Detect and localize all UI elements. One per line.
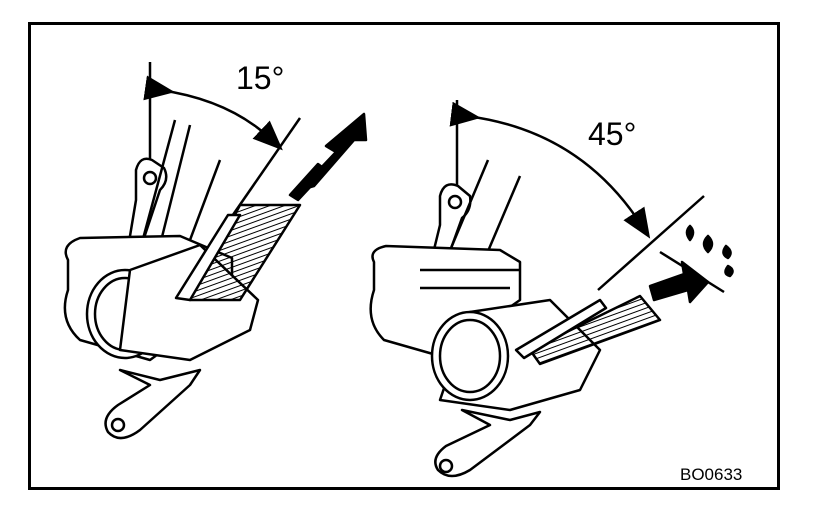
left-bottom-plate xyxy=(104,368,202,440)
right-bottom-plate xyxy=(434,408,542,478)
right-top-bolt-hole xyxy=(447,194,463,210)
left-pull-arrow xyxy=(298,112,368,192)
left-top-bracket xyxy=(126,157,168,252)
right-lock-droplet-1 xyxy=(685,224,695,242)
right-pull-arrow xyxy=(648,260,710,304)
right-lock-droplet-3 xyxy=(722,244,732,260)
right-lock-droplet-4 xyxy=(724,264,734,278)
right-angle-arc xyxy=(449,101,651,239)
reference-code: BO0633 xyxy=(680,465,743,484)
right-webbing xyxy=(528,294,662,366)
right-angle-label: 45° xyxy=(588,116,637,152)
right-bottom-bolt-hole xyxy=(438,458,454,474)
right-retractor xyxy=(369,100,734,478)
left-top-bolt-hole xyxy=(142,170,158,186)
left-bottom-bolt-hole xyxy=(110,417,126,433)
left-angle-arc xyxy=(143,75,283,151)
left-retractor xyxy=(63,62,368,440)
left-angle-label: 15° xyxy=(236,60,285,96)
right-tilted-reference-line xyxy=(597,195,705,291)
right-back-housing xyxy=(369,244,522,358)
right-stop-line xyxy=(659,250,725,294)
right-lock-droplet-2 xyxy=(702,234,714,254)
